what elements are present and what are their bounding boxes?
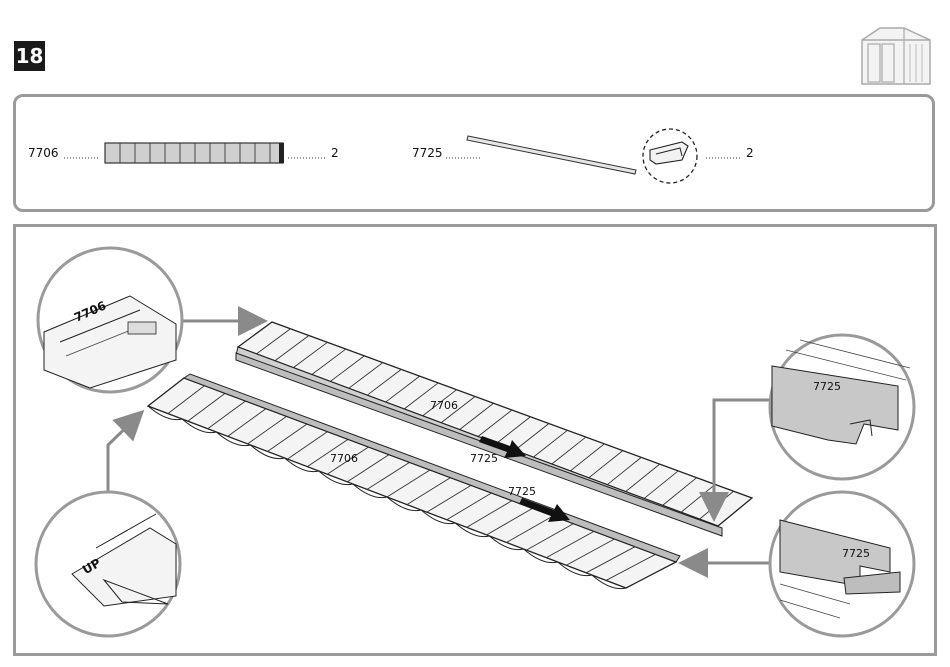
label-rail-lower: 7725 [508, 485, 536, 498]
callout-arrow-left-bottom [108, 414, 140, 492]
detail-circle-right-bottom [770, 492, 914, 636]
detail-circle-right-top [770, 335, 914, 479]
detail-circle-left-top [38, 248, 182, 392]
label-detail-right-bottom: 7725 [842, 547, 870, 560]
label-detail-right-top: 7725 [813, 380, 841, 393]
label-rail-upper: 7725 [470, 452, 498, 465]
label-panel-lower: 7706 [330, 452, 358, 465]
detail-circle-left-bottom [36, 492, 180, 636]
label-panel-upper: 7706 [430, 399, 458, 412]
